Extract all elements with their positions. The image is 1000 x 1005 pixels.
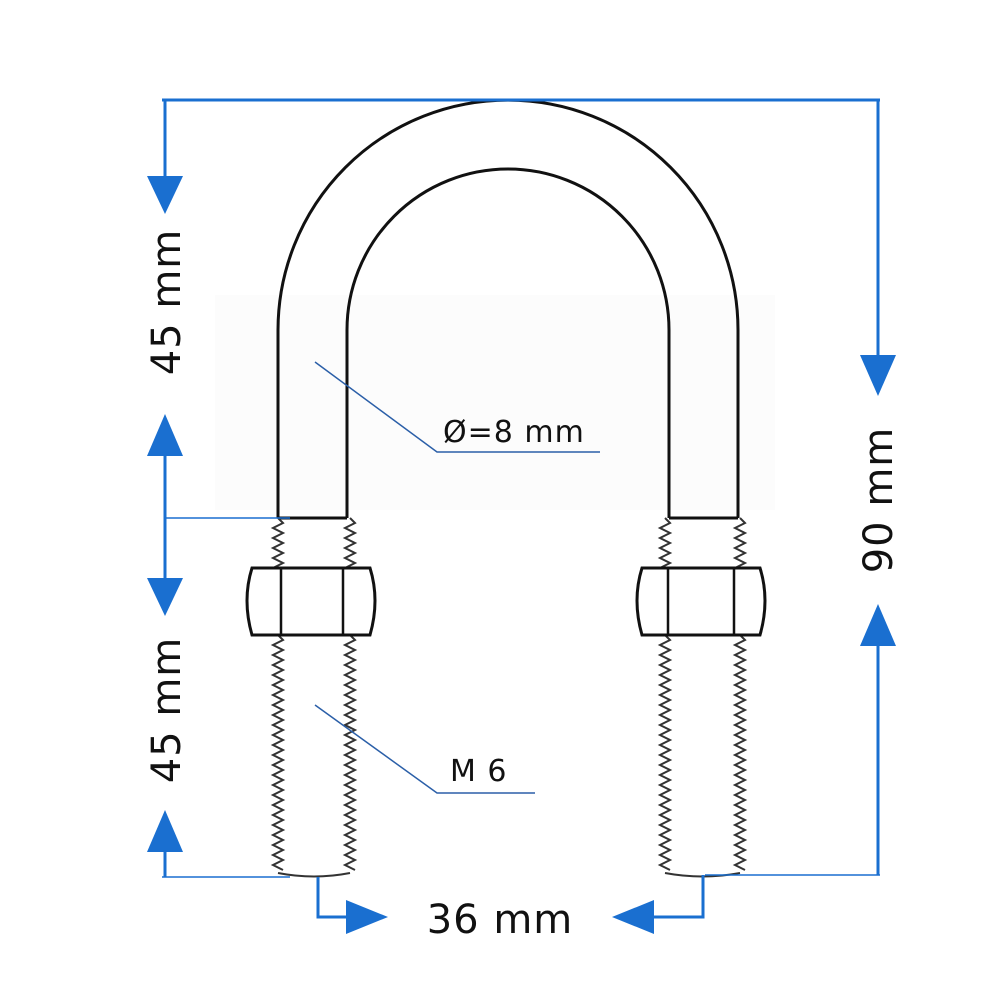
arrow-right-bottom	[346, 900, 388, 934]
arrow-left-bottom	[612, 900, 654, 934]
inner-width-label: 36 mm	[427, 897, 574, 943]
total-height-label: 90 mm	[856, 427, 902, 574]
left-hex-nut	[245, 566, 377, 637]
arrow-up-lower-right	[860, 604, 896, 646]
right-hex-nut	[635, 566, 767, 637]
thread-right-rod-inner-bottom	[732, 634, 748, 871]
thread-right-rod-outer-bottom	[657, 634, 673, 871]
arrow-up-lower-left	[147, 810, 183, 852]
thread-right-rod-outer-top	[657, 517, 673, 569]
rod-diameter-label: Ø=8 mm	[443, 415, 585, 450]
arrow-up-middle-left	[147, 414, 183, 456]
thread-right-rod-inner-top	[732, 517, 748, 569]
dimension-arrowheads	[147, 176, 896, 934]
background-tint	[215, 295, 775, 510]
arrow-down-middle-left	[147, 578, 183, 616]
thread-left-rod-outer-top	[270, 517, 286, 569]
arrow-down-upper-left	[147, 176, 183, 214]
dimension-lines	[162, 98, 880, 919]
thread-left-rod-inner-bottom	[342, 634, 358, 871]
diameter-callout-leader	[314, 361, 600, 453]
u-bend-inner	[345, 167, 671, 518]
thread-left-rod-outer-bottom	[270, 634, 286, 871]
lower-height-label: 45 mm	[144, 637, 190, 784]
thread-size-label: M 6	[450, 754, 508, 789]
upper-height-label: 45 mm	[144, 229, 190, 376]
rod-end-left	[277, 872, 351, 878]
thread-callout-leader	[314, 704, 535, 794]
thread-left-rod-inner-top	[342, 517, 358, 569]
arrow-down-upper-right	[860, 355, 896, 396]
